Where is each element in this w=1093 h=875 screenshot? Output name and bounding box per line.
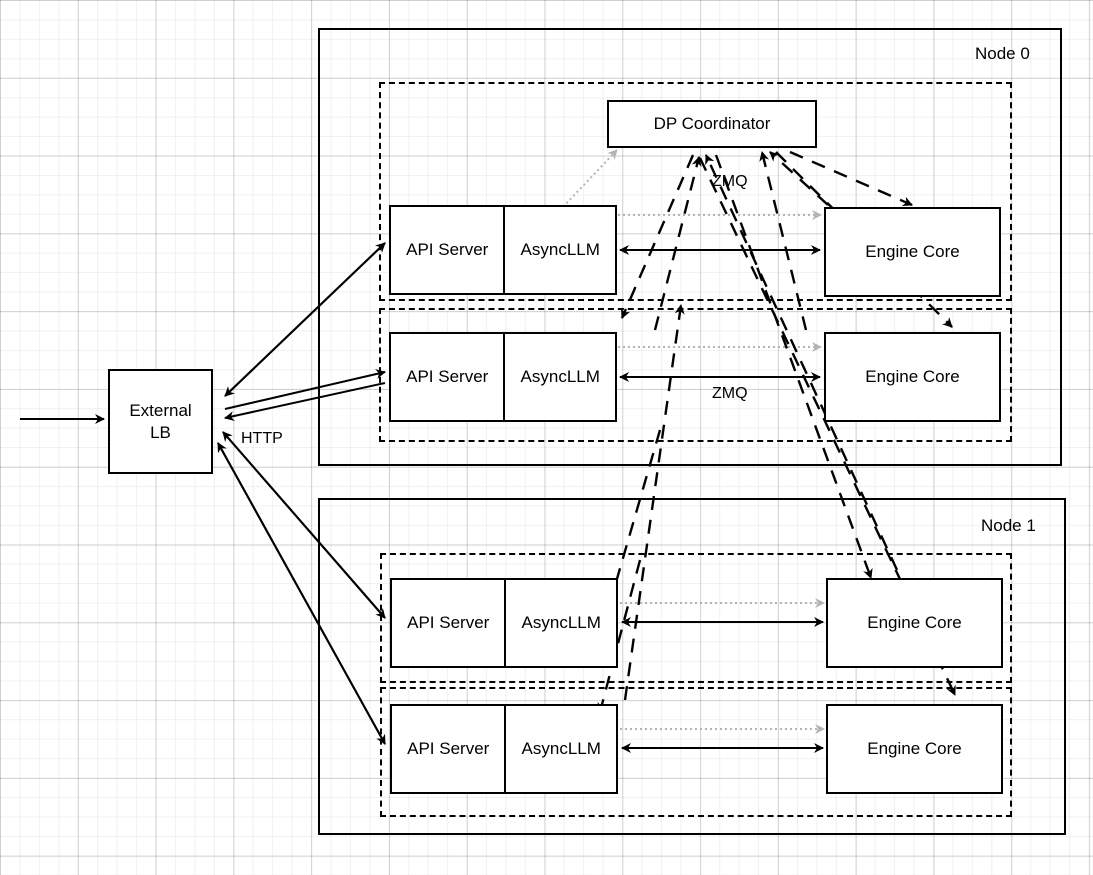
asyncllm-cell-n0g0[interactable]: AsyncLLM bbox=[520, 240, 600, 259]
external-lb-label-line1: External bbox=[129, 401, 192, 421]
asyncllm-cell-n0g1[interactable]: AsyncLLM bbox=[520, 367, 600, 386]
engine-core-n0g1[interactable]: Engine Core bbox=[824, 332, 1001, 422]
external-lb-box[interactable]: External LB bbox=[108, 369, 213, 474]
zmq-label-second: ZMQ bbox=[712, 385, 748, 402]
engine-core-n0g0[interactable]: Engine Core bbox=[824, 207, 1001, 297]
dp-group-n0g0 bbox=[379, 82, 1012, 301]
api-server-asyncllm-n0g1[interactable]: API Server AsyncLLM bbox=[389, 332, 617, 422]
api-server-cell-n1g1[interactable]: API Server bbox=[392, 706, 507, 792]
dp-group-n0g1 bbox=[379, 308, 1012, 442]
api-server-cell-n0g1[interactable]: API Server bbox=[391, 334, 506, 420]
asyncllm-cell-n1g0[interactable]: AsyncLLM bbox=[521, 613, 601, 632]
node-label-0: Node 0 bbox=[975, 44, 1030, 63]
api-server-asyncllm-n0g0[interactable]: API Server AsyncLLM bbox=[389, 205, 617, 295]
dp-group-n1g1 bbox=[380, 687, 1012, 817]
dp-coordinator-box[interactable]: DP Coordinator bbox=[607, 100, 817, 148]
api-server-cell-n1g0[interactable]: API Server bbox=[392, 580, 507, 666]
engine-core-n1g0[interactable]: Engine Core bbox=[826, 578, 1003, 668]
external-lb-label-line2: LB bbox=[150, 422, 171, 442]
node-container-1 bbox=[318, 498, 1066, 835]
api-server-asyncllm-n1g0[interactable]: API Server AsyncLLM bbox=[390, 578, 618, 668]
zmq-label-top: ZMQ bbox=[712, 173, 748, 190]
http-label: HTTP bbox=[241, 430, 283, 447]
api-server-asyncllm-n1g1[interactable]: API Server AsyncLLM bbox=[390, 704, 618, 794]
api-server-cell-n0g0[interactable]: API Server bbox=[391, 207, 506, 293]
node-label-1: Node 1 bbox=[981, 516, 1036, 535]
node-container-0 bbox=[318, 28, 1062, 466]
dp-group-n1g0 bbox=[380, 553, 1012, 683]
asyncllm-cell-n1g1[interactable]: AsyncLLM bbox=[521, 739, 601, 758]
engine-core-n1g1[interactable]: Engine Core bbox=[826, 704, 1003, 794]
